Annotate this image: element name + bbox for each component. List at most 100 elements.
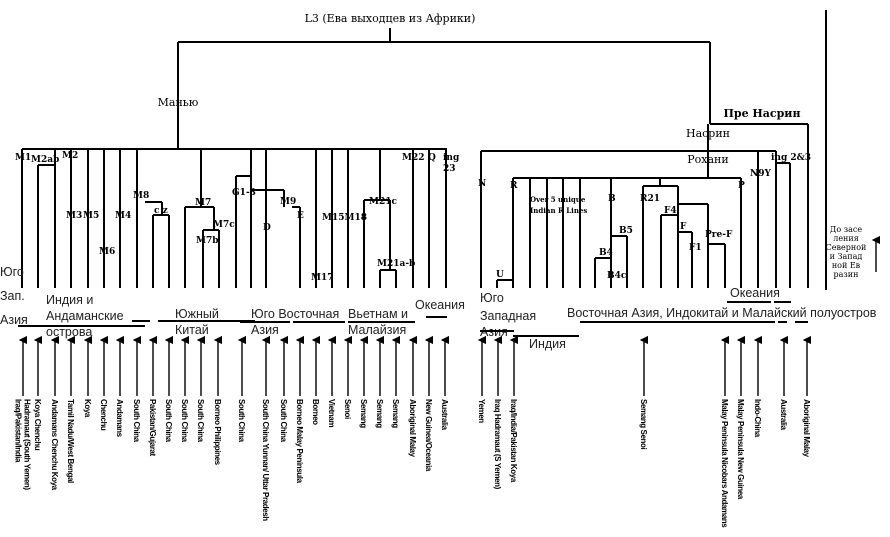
region-se-asia: Азия	[251, 323, 279, 337]
node-m2: M2	[62, 151, 78, 161]
node-p: P	[738, 181, 745, 191]
node-q: Q	[428, 153, 436, 163]
region-india-andaman: острова	[46, 325, 92, 339]
leaf-label: South China	[180, 399, 189, 443]
node-n9y: N9Y	[750, 169, 771, 179]
node-r21: R21	[640, 194, 660, 204]
leaf-label: South China	[164, 399, 173, 443]
region-underlines	[18, 301, 808, 337]
region-india: Индия	[529, 337, 566, 351]
region-vietnam-malaysia: Малайзия	[348, 323, 406, 337]
leaf-label: Iraq Hadramaut (S Yemen)	[493, 399, 502, 490]
leaf-label: Yemen	[477, 399, 486, 423]
leaf-label: Vietnam	[327, 399, 336, 427]
leaf-label: Borneo Philippines	[213, 399, 222, 466]
node-e: E	[297, 211, 304, 221]
leaf-label: Andamans Chenchu Koya	[50, 399, 59, 491]
node-g1-3: G1-3	[232, 188, 256, 198]
node-m8: M8	[133, 191, 149, 201]
region-labels: Юго Зап. Азия Индия и Андаманские остров…	[0, 265, 877, 351]
leaf-label: Koya	[83, 399, 92, 418]
node-m3: M3	[66, 211, 82, 221]
leaf-label: Australia	[779, 399, 788, 431]
region-south-china: Южный	[175, 307, 219, 321]
leaf-label: Borneo	[311, 399, 320, 425]
leaf-label: Hadramaut (South Yemen)	[23, 399, 32, 490]
root-label-l3: L3 (Ева выходцев из Африки)	[305, 12, 476, 25]
leaf-label: Borneo Malay Peninsula	[295, 399, 304, 484]
node-ing-2-3: ing 2&3	[771, 153, 811, 163]
leaf-label: New Guinea/Oceania	[424, 399, 433, 472]
node-m22: M22	[402, 153, 425, 163]
leaf-label: Iraq/Pakistan/India	[14, 399, 23, 463]
root-branch	[177, 28, 809, 288]
leaf-label: Indo-China	[753, 399, 762, 438]
region-east-asia: Восточная Азия, Индокитай и Малайский по…	[567, 306, 877, 320]
leaf-label: Australia	[440, 399, 449, 431]
nasrin-label: Насрин	[686, 127, 730, 140]
node-m5: M5	[83, 211, 99, 221]
node-b5: B5	[619, 226, 633, 236]
leaf-label: Pakistan/Gujarat	[148, 399, 157, 456]
m-clade-labels: M1 M2ab M2 M3 M5 M6 M4 M8 c z M7 M7c M7b…	[15, 151, 460, 283]
leaf-label: Semang	[391, 399, 400, 428]
region-india-andaman: Индия и	[46, 293, 93, 307]
leaf-label: Tamil Nadu/West Bengal	[66, 399, 75, 483]
node-b4: B4	[599, 248, 613, 258]
leaf-label: Chenchu	[99, 399, 108, 431]
leaf-label: South China	[132, 399, 141, 443]
node-n: N	[478, 179, 486, 189]
node-m7c: M7c	[213, 220, 235, 230]
node-m1: M1	[15, 153, 31, 163]
node-m9: M9	[280, 197, 296, 207]
node-m15-m18: M15M18	[322, 213, 367, 223]
n-clade-labels: N U R Over 5 unique Indian R Lines B B5 …	[478, 153, 811, 281]
node-f1: F1	[689, 243, 702, 253]
region-sw-asia: Юго	[0, 265, 24, 279]
side-note-line: разин	[834, 270, 859, 279]
region-south-china: Китай	[175, 323, 209, 337]
region-oceania: Океания	[415, 298, 465, 312]
side-note: До засе ления Северной и Запад ной Ев ра…	[826, 225, 881, 279]
node-m4: M4	[115, 211, 131, 221]
node-over5-line2: Indian R Lines	[530, 206, 587, 215]
leaf-label: Aboriginal Malay	[802, 399, 811, 458]
node-cz: c z	[154, 206, 168, 216]
region-sw-asia: Зап.	[0, 289, 25, 303]
leaf-label: Senoi	[343, 399, 352, 419]
node-m7: M7	[195, 198, 211, 208]
leaf-label: Aboriginal Malay	[408, 399, 417, 458]
side-note-line: До засе	[830, 225, 862, 234]
region-sw-asia-2: Юго	[480, 291, 504, 305]
node-pre-f: Pre-F	[705, 230, 733, 240]
node-m17: M17	[311, 273, 334, 283]
leaf-label: Koya Chenchu	[33, 399, 42, 451]
side-note-line: Северной	[826, 243, 867, 252]
leaf-label: Semang	[359, 399, 368, 428]
node-m21ab: M21a-b	[377, 259, 415, 269]
node-r: R	[510, 181, 518, 191]
region-india-andaman: Андаманские	[46, 309, 124, 323]
node-over5-line1: Over 5 unique	[530, 195, 586, 204]
m-clade-branches	[21, 148, 447, 288]
node-b4c: B4c	[607, 271, 627, 281]
node-b: B	[608, 194, 616, 204]
leaf-label: Malay Peninsula New Guinea	[736, 399, 745, 500]
leaf-label: Semang	[375, 399, 384, 428]
side-note-line: ной Ев	[832, 261, 861, 270]
node-m7b: M7b	[196, 236, 219, 246]
side-note-line: и Запад	[830, 252, 863, 261]
pre-nasrin-label: Пре Насрин	[723, 107, 800, 120]
node-d: D	[263, 223, 271, 233]
manyu-label: Манью	[158, 96, 199, 109]
leaf-label: Iraq/India/Pakistan Koya	[509, 399, 518, 483]
leaf-label: South China	[237, 399, 246, 443]
node-ing23: ing	[443, 153, 460, 163]
region-se-asia: Юго Восточная	[251, 307, 339, 321]
leaf-label: Malay Peninsula Nicobars Andamans	[720, 399, 729, 528]
node-u: U	[496, 270, 504, 280]
leaf-label: South China	[279, 399, 288, 443]
region-sw-asia: Азия	[0, 313, 28, 327]
